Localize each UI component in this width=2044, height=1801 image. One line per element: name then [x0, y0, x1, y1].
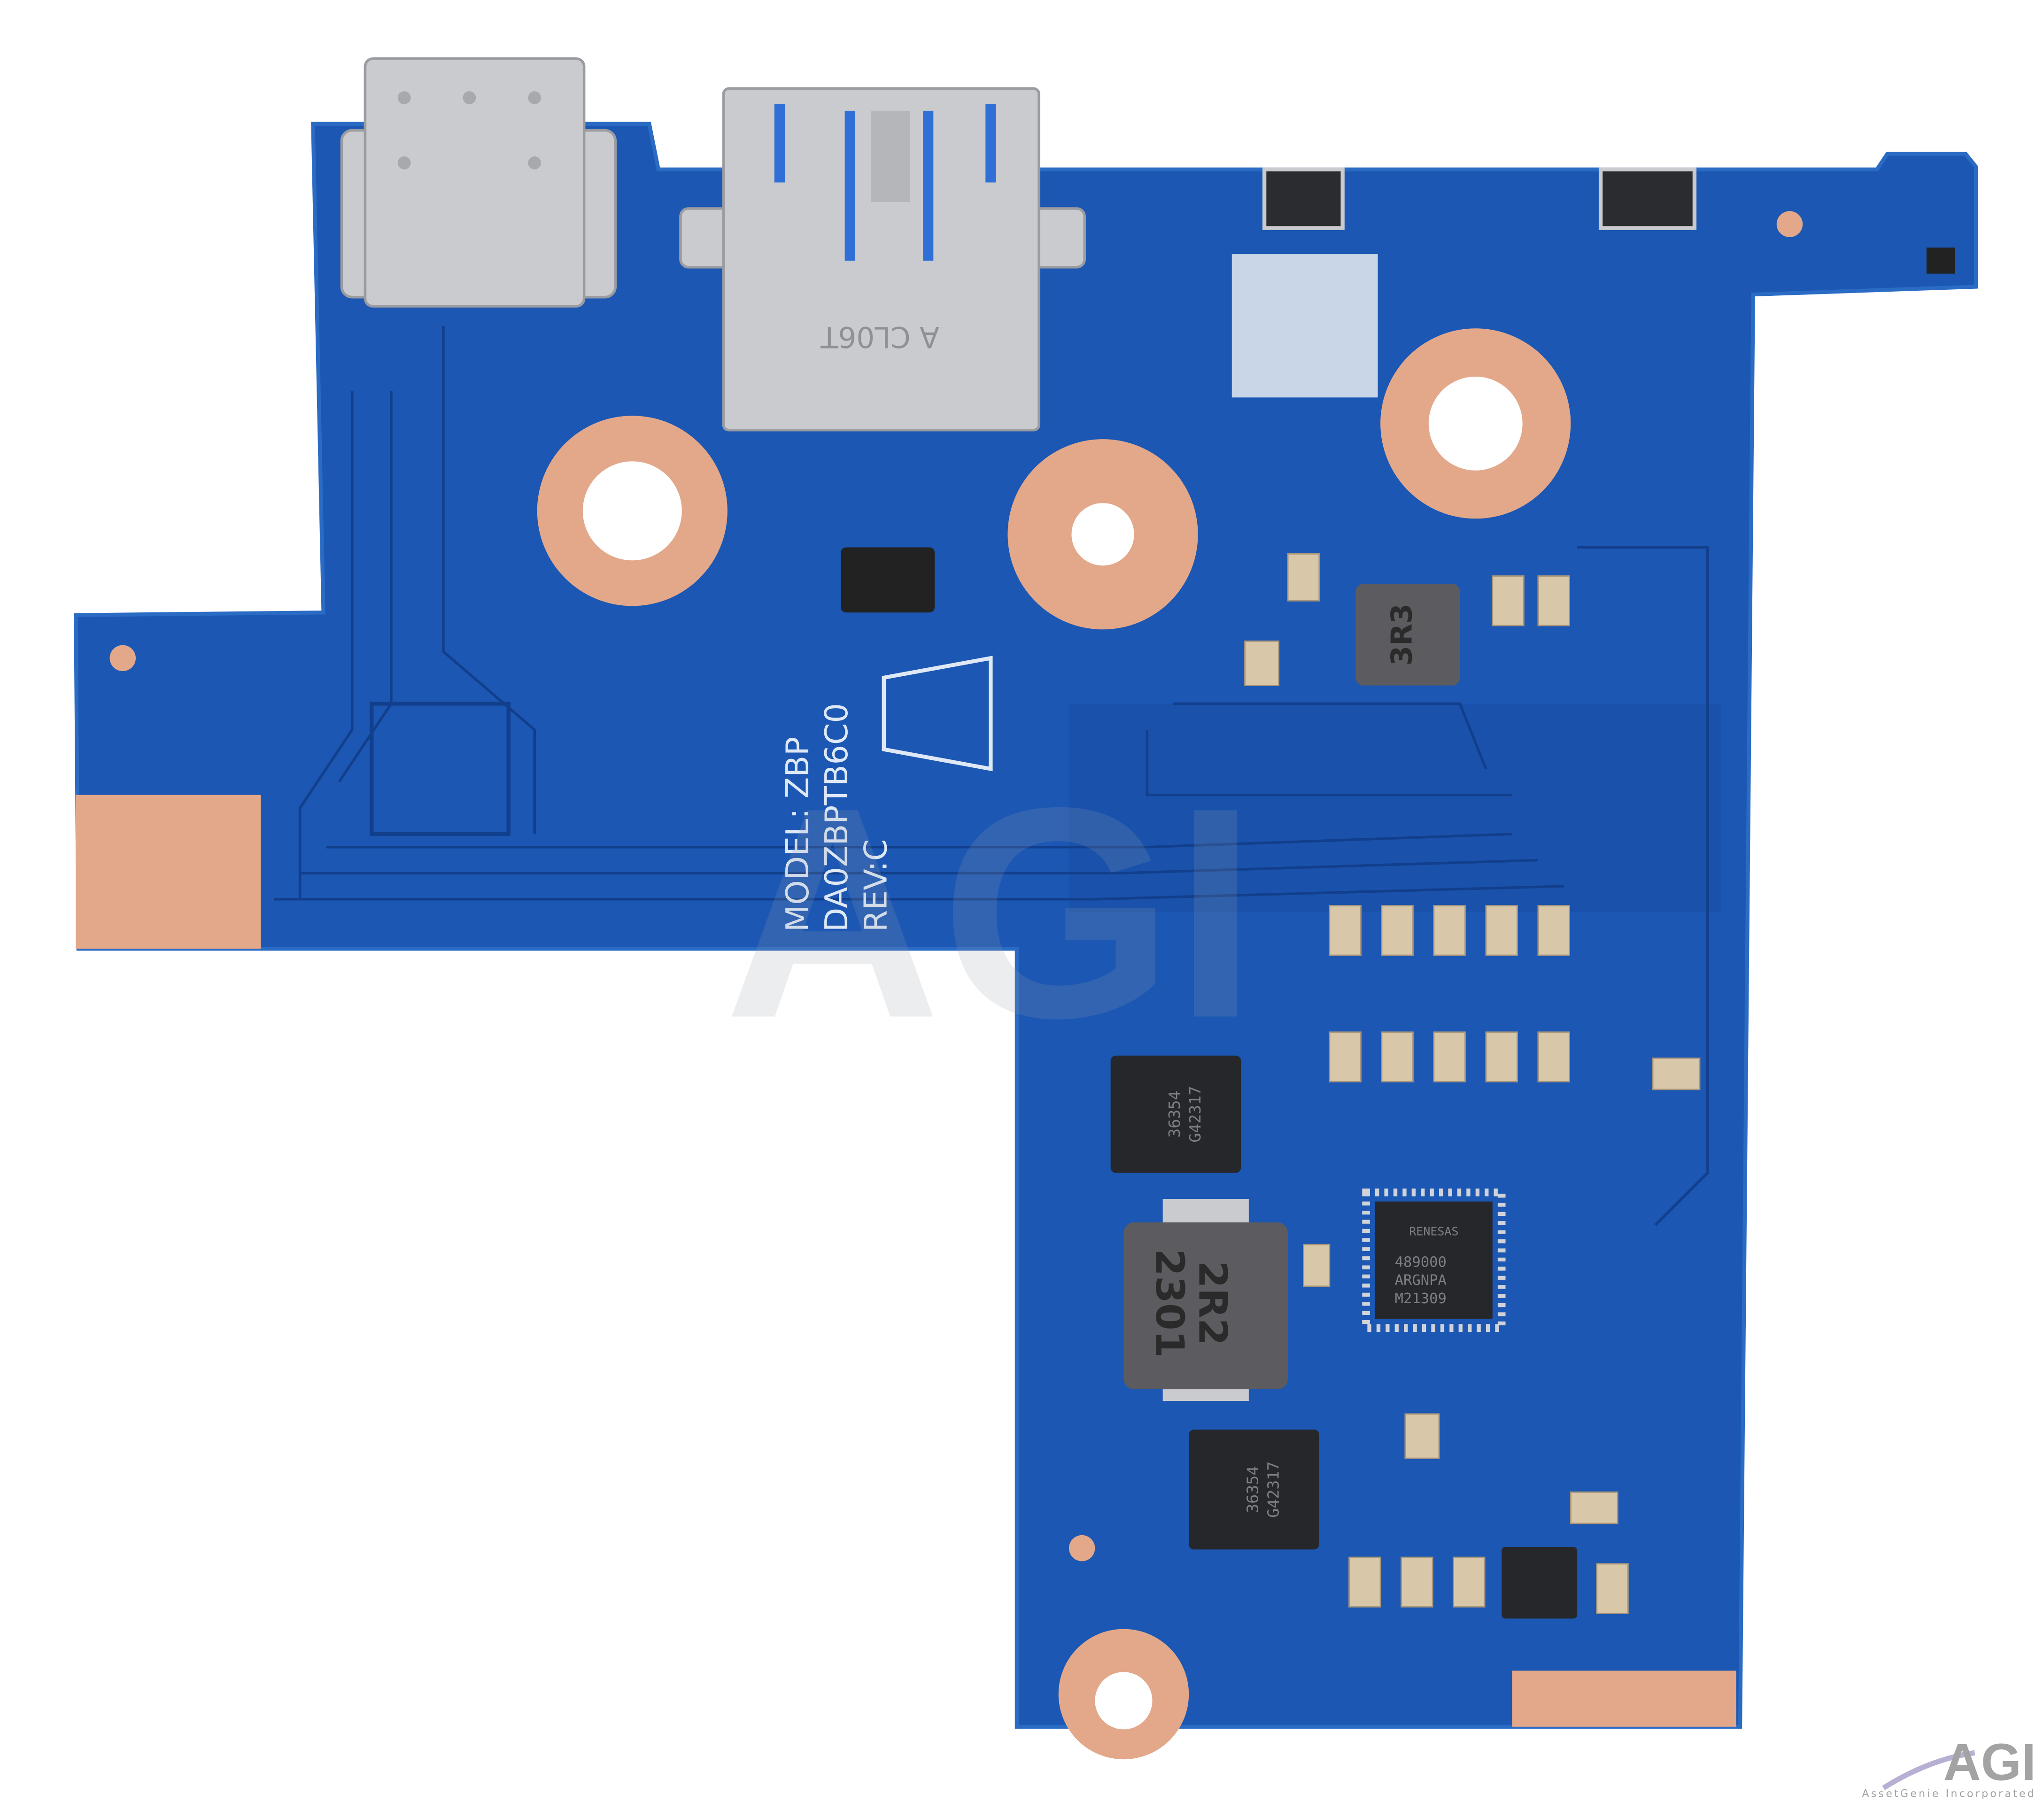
inductor-large: 2R2 2301: [1123, 1198, 1288, 1401]
usb-a-port: A CL06T: [679, 87, 1086, 432]
mosfet-upper: 36354 G42317: [1110, 1055, 1241, 1173]
revision-label: REV:C: [857, 839, 894, 932]
mosfet-upper-line2: G42317: [1186, 1086, 1204, 1142]
smd-components: 3R3: [841, 547, 1701, 1619]
agi-tagline: AssetGenie Incorporated: [1862, 1788, 2036, 1800]
chip-line1: 489000: [1395, 1254, 1447, 1270]
switches: [1231, 167, 1955, 398]
silkscreen-text: MODEL: ZBP DA0ZBPTB6C0 REV:C: [779, 656, 993, 932]
mosfet-lower-line1: 36354: [1243, 1466, 1262, 1513]
inductor-large-line2: 2301: [1147, 1249, 1192, 1358]
agi-logo: AGI AssetGenie Incorporated: [1862, 1733, 2036, 1800]
chip-line3: M21309: [1395, 1291, 1447, 1307]
mosfet-upper-line1: 36354: [1165, 1091, 1184, 1138]
inductor-large-line1: 2R2: [1190, 1261, 1235, 1345]
mosfet-lower-line2: G42317: [1264, 1461, 1283, 1518]
board-number: DA0ZBPTB6C0: [818, 703, 855, 932]
recycle-triangle-mark: [882, 656, 993, 772]
mosfet-lower: 36354 G42317: [1189, 1430, 1319, 1550]
trace-region: [274, 325, 1721, 1226]
agi-logo-text: AGI: [1943, 1733, 2036, 1792]
usb-a-marking: A CL06T: [820, 320, 939, 354]
usb-c-port: [340, 57, 617, 308]
controller-chip: RENESAS 489000 ARGNPA M21309: [1362, 1188, 1506, 1332]
watermark-logo: AGI: [724, 745, 1257, 1080]
model-label: MODEL: ZBP: [779, 737, 816, 932]
chip-brand: RENESAS: [1409, 1225, 1458, 1238]
inductor-small-label: 3R3: [1386, 603, 1419, 665]
copper-pads: [76, 211, 1803, 1760]
chip-line2: ARGNPA: [1395, 1272, 1447, 1289]
